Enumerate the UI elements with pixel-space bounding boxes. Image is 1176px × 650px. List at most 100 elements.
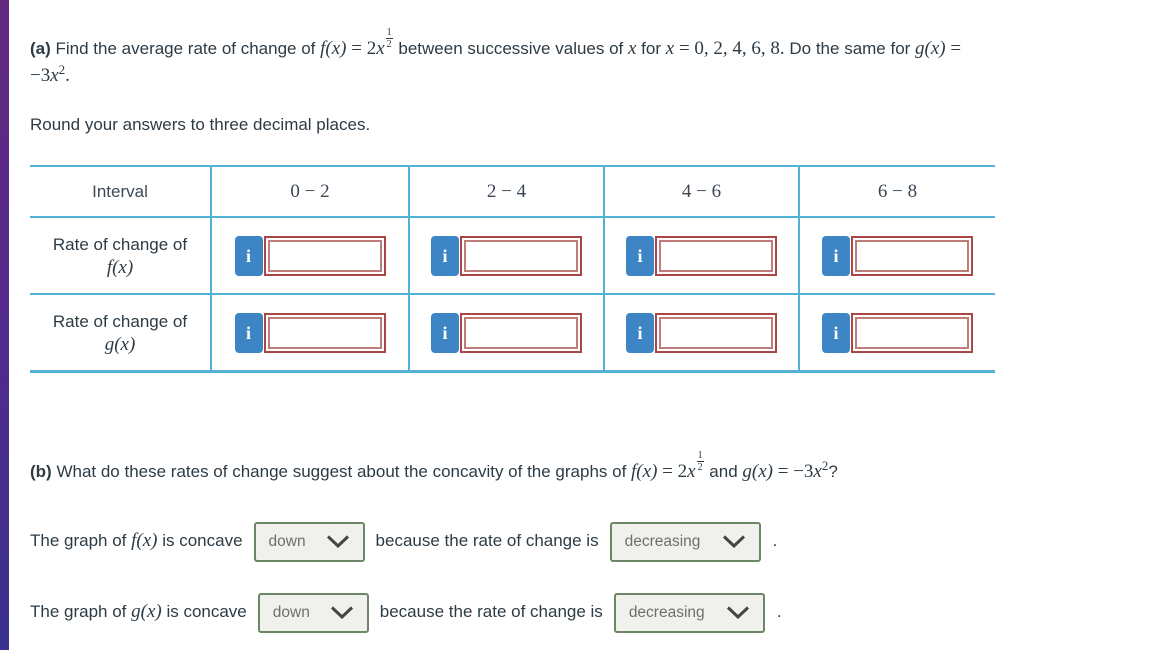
chevron-down-icon xyxy=(722,535,745,549)
info-icon: i xyxy=(637,245,643,266)
answer-input-g-0-2[interactable] xyxy=(267,316,382,349)
x-variable: x xyxy=(665,38,675,59)
f-equals: = 2 xyxy=(657,461,688,482)
rate-of-change-table: Interval 0 − 2 2 − 4 4 − 6 6 − 8 Rate of… xyxy=(30,165,995,373)
info-button[interactable]: i xyxy=(234,312,263,353)
statement-f-cont: is concave xyxy=(157,531,243,550)
answer-input-box xyxy=(460,312,582,353)
f-exponent-numerator: 1 xyxy=(696,450,704,462)
answer-input-f-6-8[interactable] xyxy=(855,239,969,272)
question-b-lead: What do these rates of change suggest ab… xyxy=(51,462,632,481)
question-a-period: . xyxy=(65,65,70,86)
chevron-down-icon xyxy=(726,606,749,620)
f-exponent-denominator: 2 xyxy=(386,39,392,50)
f-equals: = 2 xyxy=(346,38,377,59)
table-cell: i xyxy=(212,295,410,373)
concavity-select-f-value: down xyxy=(268,532,306,550)
question-b-tail: ? xyxy=(828,462,838,481)
info-icon: i xyxy=(245,322,251,343)
info-icon: i xyxy=(833,322,839,343)
f-variable: x xyxy=(376,38,385,59)
answer-group-g-6-8: i xyxy=(822,312,973,353)
answer-group-g-4-6: i xyxy=(626,312,777,353)
concavity-statement-f: The graph of f(x) is concave down because … xyxy=(30,521,992,562)
answer-input-g-6-8[interactable] xyxy=(855,316,969,349)
g-exponent: 2 xyxy=(58,62,66,77)
concavity-select-g[interactable]: down xyxy=(257,592,369,633)
answer-input-f-0-2[interactable] xyxy=(267,239,382,272)
row-label-f-fn: f(x) xyxy=(106,256,134,278)
question-a-label: (a) xyxy=(30,39,51,58)
f-expression: f(x) xyxy=(320,38,347,59)
statement-g-cont: is concave xyxy=(161,602,247,621)
x-variable: x xyxy=(628,38,637,59)
question-a-text: (a) Find the average rate of change of f… xyxy=(30,28,992,89)
answer-group-f-6-8: i xyxy=(822,235,973,276)
row-label-f: Rate of change of f(x) xyxy=(30,218,212,295)
statement-g-middle: because the rate of change is xyxy=(379,602,603,621)
table-cell: i xyxy=(800,295,995,373)
statement-g-period: . xyxy=(776,602,782,621)
answer-input-f-4-6[interactable] xyxy=(659,239,773,272)
answer-input-g-2-4[interactable] xyxy=(464,316,578,349)
statement-f-middle: because the rate of change is xyxy=(375,531,599,550)
table-cell: i xyxy=(605,218,800,295)
answer-input-f-2-4[interactable] xyxy=(464,239,578,272)
table-header-6-8: 6 − 8 xyxy=(800,167,995,218)
info-button[interactable]: i xyxy=(822,312,850,353)
question-a-mid2: for xyxy=(636,39,666,58)
info-button[interactable]: i xyxy=(822,235,850,276)
question-a-mid1: between successive values of xyxy=(393,39,629,58)
g-exponent: 2 xyxy=(821,458,829,473)
row-label-f-text: Rate of change of xyxy=(52,234,188,254)
table-header-interval: Interval xyxy=(30,167,212,218)
info-button[interactable]: i xyxy=(431,235,459,276)
f-expression: f(x) xyxy=(131,530,158,551)
rate-select-f-value: decreasing xyxy=(624,532,701,550)
answer-group-g-2-4: i xyxy=(431,312,582,353)
rate-select-f[interactable]: decreasing xyxy=(609,521,761,562)
f-variable: x xyxy=(687,461,696,482)
statement-g-lead: The graph of xyxy=(30,602,132,621)
answer-group-f-4-6: i xyxy=(626,235,777,276)
statement-f-period: . xyxy=(772,531,778,550)
row-label-g: Rate of change of g(x) xyxy=(30,295,212,373)
question-b-mid: and xyxy=(704,462,743,481)
table-cell: i xyxy=(212,218,410,295)
f-exponent-numerator: 1 xyxy=(385,27,393,39)
g-equals: = −3 xyxy=(30,38,962,86)
info-icon: i xyxy=(833,245,839,266)
question-a-lead: Find the average rate of change of xyxy=(50,39,321,58)
info-button[interactable]: i xyxy=(431,312,459,353)
answer-input-g-4-6[interactable] xyxy=(659,316,773,349)
row-label-g-fn: g(x) xyxy=(104,333,136,355)
rate-select-g[interactable]: decreasing xyxy=(613,592,765,633)
answer-input-box xyxy=(655,235,777,276)
question-b-label: (b) xyxy=(30,462,52,481)
g-expression: g(x) xyxy=(131,601,162,622)
rounding-instruction: Round your answers to three decimal plac… xyxy=(30,115,371,134)
g-equals: = −3 xyxy=(772,461,814,482)
info-button[interactable]: i xyxy=(626,235,654,276)
answer-input-box xyxy=(460,235,582,276)
answer-input-box xyxy=(851,235,973,276)
table-header-4-6: 4 − 6 xyxy=(605,167,800,218)
table-cell: i xyxy=(800,218,995,295)
statement-f-lead: The graph of xyxy=(30,531,132,550)
info-button[interactable]: i xyxy=(234,235,263,276)
concavity-statement-g: The graph of g(x) is concave down because … xyxy=(30,592,992,633)
concavity-select-f[interactable]: down xyxy=(253,521,365,562)
answer-input-box xyxy=(655,312,777,353)
g-variable: x xyxy=(50,65,59,86)
question-content: (a) Find the average rate of change of f… xyxy=(30,28,995,633)
info-button[interactable]: i xyxy=(626,312,654,353)
answer-input-box xyxy=(851,312,973,353)
answer-group-f-0-2: i xyxy=(234,235,386,276)
answer-group-g-0-2: i xyxy=(234,312,386,353)
info-icon: i xyxy=(637,322,643,343)
answer-input-box xyxy=(263,235,386,276)
chevron-down-icon xyxy=(330,606,353,620)
info-icon: i xyxy=(245,245,251,266)
